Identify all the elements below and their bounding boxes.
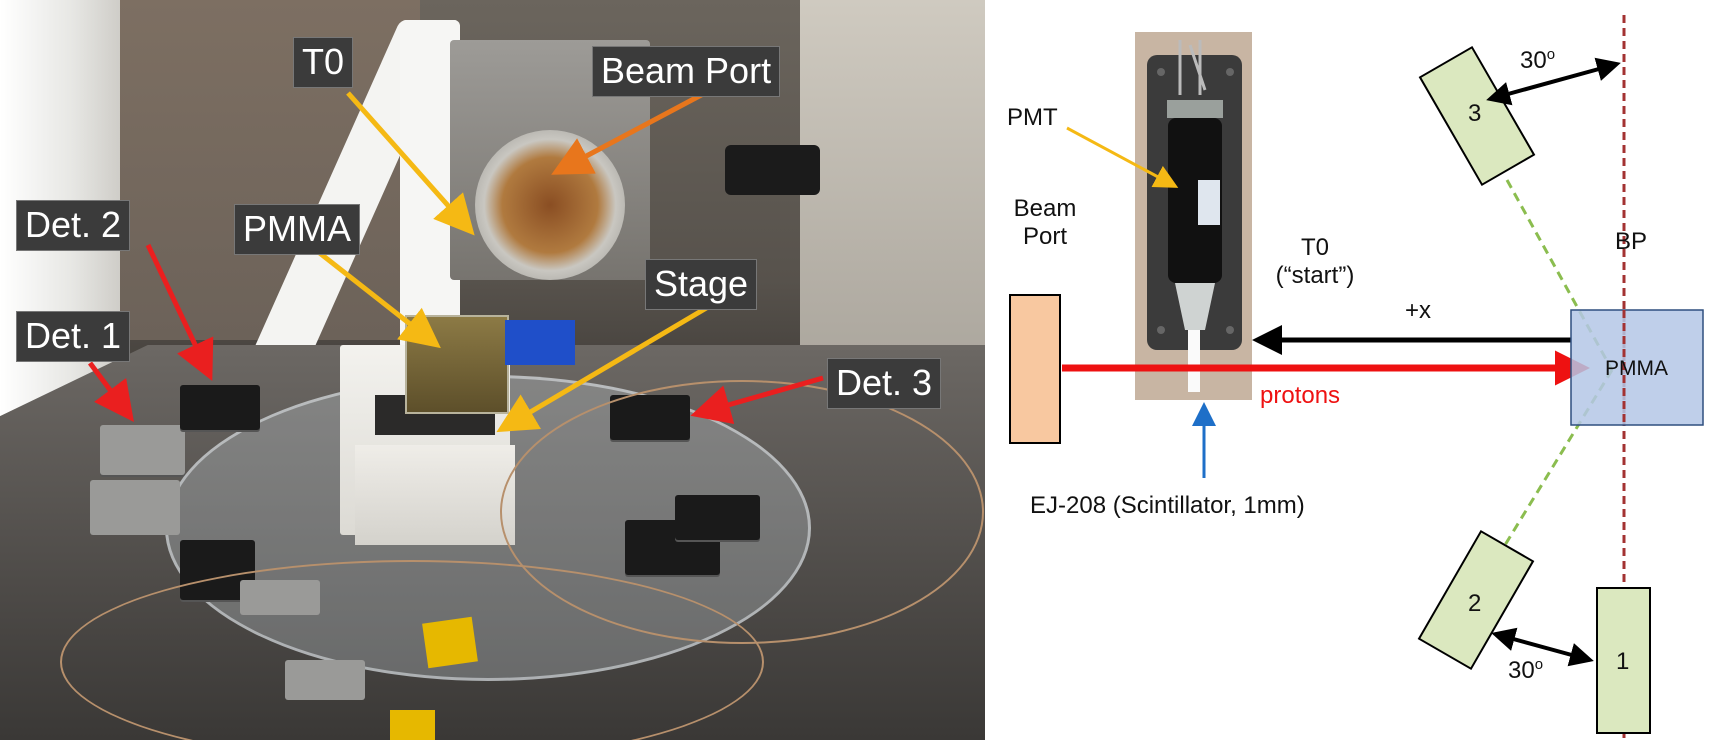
- angle-bottom-value: 30: [1508, 657, 1535, 684]
- angle-top-degree: o: [1546, 46, 1556, 63]
- det2-label: Det. 2: [16, 200, 131, 251]
- stage-arrow: [496, 304, 710, 433]
- beam-port-arrow: [551, 90, 707, 175]
- experimental-setup-photo: T0 Beam Port Det. 2 PMMA Stage Det. 1 De…: [0, 0, 985, 740]
- scintillator-label: EJ-208 (Scintillator, 1mm): [1030, 492, 1305, 519]
- angle-label-top: 30o: [1520, 46, 1555, 75]
- beam-port-box: [1009, 294, 1061, 444]
- det3-arrow: [690, 375, 824, 425]
- bp-label: BP: [1615, 228, 1648, 255]
- t0-label: T0: [293, 37, 354, 88]
- photo-arrows: [87, 90, 824, 433]
- pmt-arrow: [1066, 126, 1179, 188]
- t0-start-label: T0 (“start”): [1255, 234, 1375, 289]
- stage-label: Stage: [645, 259, 758, 310]
- beam-port-label: Beam Port: [592, 46, 781, 97]
- tape: [90, 480, 180, 535]
- detector-3-label: 3: [1468, 100, 1482, 127]
- pmma-arrow: [310, 245, 441, 349]
- beam-port-title: Beam Port: [1005, 195, 1085, 250]
- detector-2-shape: [1417, 529, 1535, 671]
- det2-arrow: [145, 243, 214, 382]
- white-base: [355, 445, 515, 545]
- plus-x-label: +x: [1405, 297, 1432, 324]
- schematic-shapes: [1009, 15, 1704, 740]
- det3-label: Det. 3: [827, 358, 942, 409]
- beam-port-line1: Beam: [1013, 195, 1077, 222]
- detector-1-label: 1: [1616, 648, 1630, 675]
- right-wall: [800, 0, 985, 380]
- det1-arrow: [87, 361, 134, 423]
- t0-line2: (“start”): [1275, 261, 1355, 289]
- angle-label-bottom: 30o: [1508, 656, 1543, 685]
- t0-arrow: [346, 91, 475, 236]
- detector-2-label: 2: [1468, 590, 1482, 617]
- angle-arrow-bottom: [1491, 627, 1594, 667]
- schematic-diagram: Beam Port PMT T0 (“start”) +x protons PM…: [985, 0, 1716, 740]
- blue-block: [505, 320, 575, 365]
- det1-label: Det. 1: [16, 311, 131, 362]
- angle-arrow-top: [1486, 57, 1621, 106]
- pmma-schematic-label: PMMA: [1605, 357, 1668, 380]
- det1-housing: [100, 425, 185, 475]
- beam-port-line2: Port: [1022, 222, 1067, 250]
- cable: [500, 380, 984, 644]
- pmt-label: PMT: [1007, 104, 1058, 131]
- detector-1-shape: [1596, 587, 1651, 734]
- pmma-box: [1570, 309, 1704, 426]
- camera: [725, 145, 820, 195]
- pmt-photo-inset: [1135, 32, 1252, 400]
- protons-label: protons: [1260, 382, 1341, 409]
- angle-top-value: 30: [1520, 47, 1547, 74]
- t0-line1: T0: [1300, 234, 1329, 261]
- det2-housing: [180, 385, 260, 430]
- beam-port-flange: [475, 130, 625, 280]
- angle-bottom-degree: o: [1534, 656, 1544, 673]
- pmma-label: PMMA: [234, 204, 360, 255]
